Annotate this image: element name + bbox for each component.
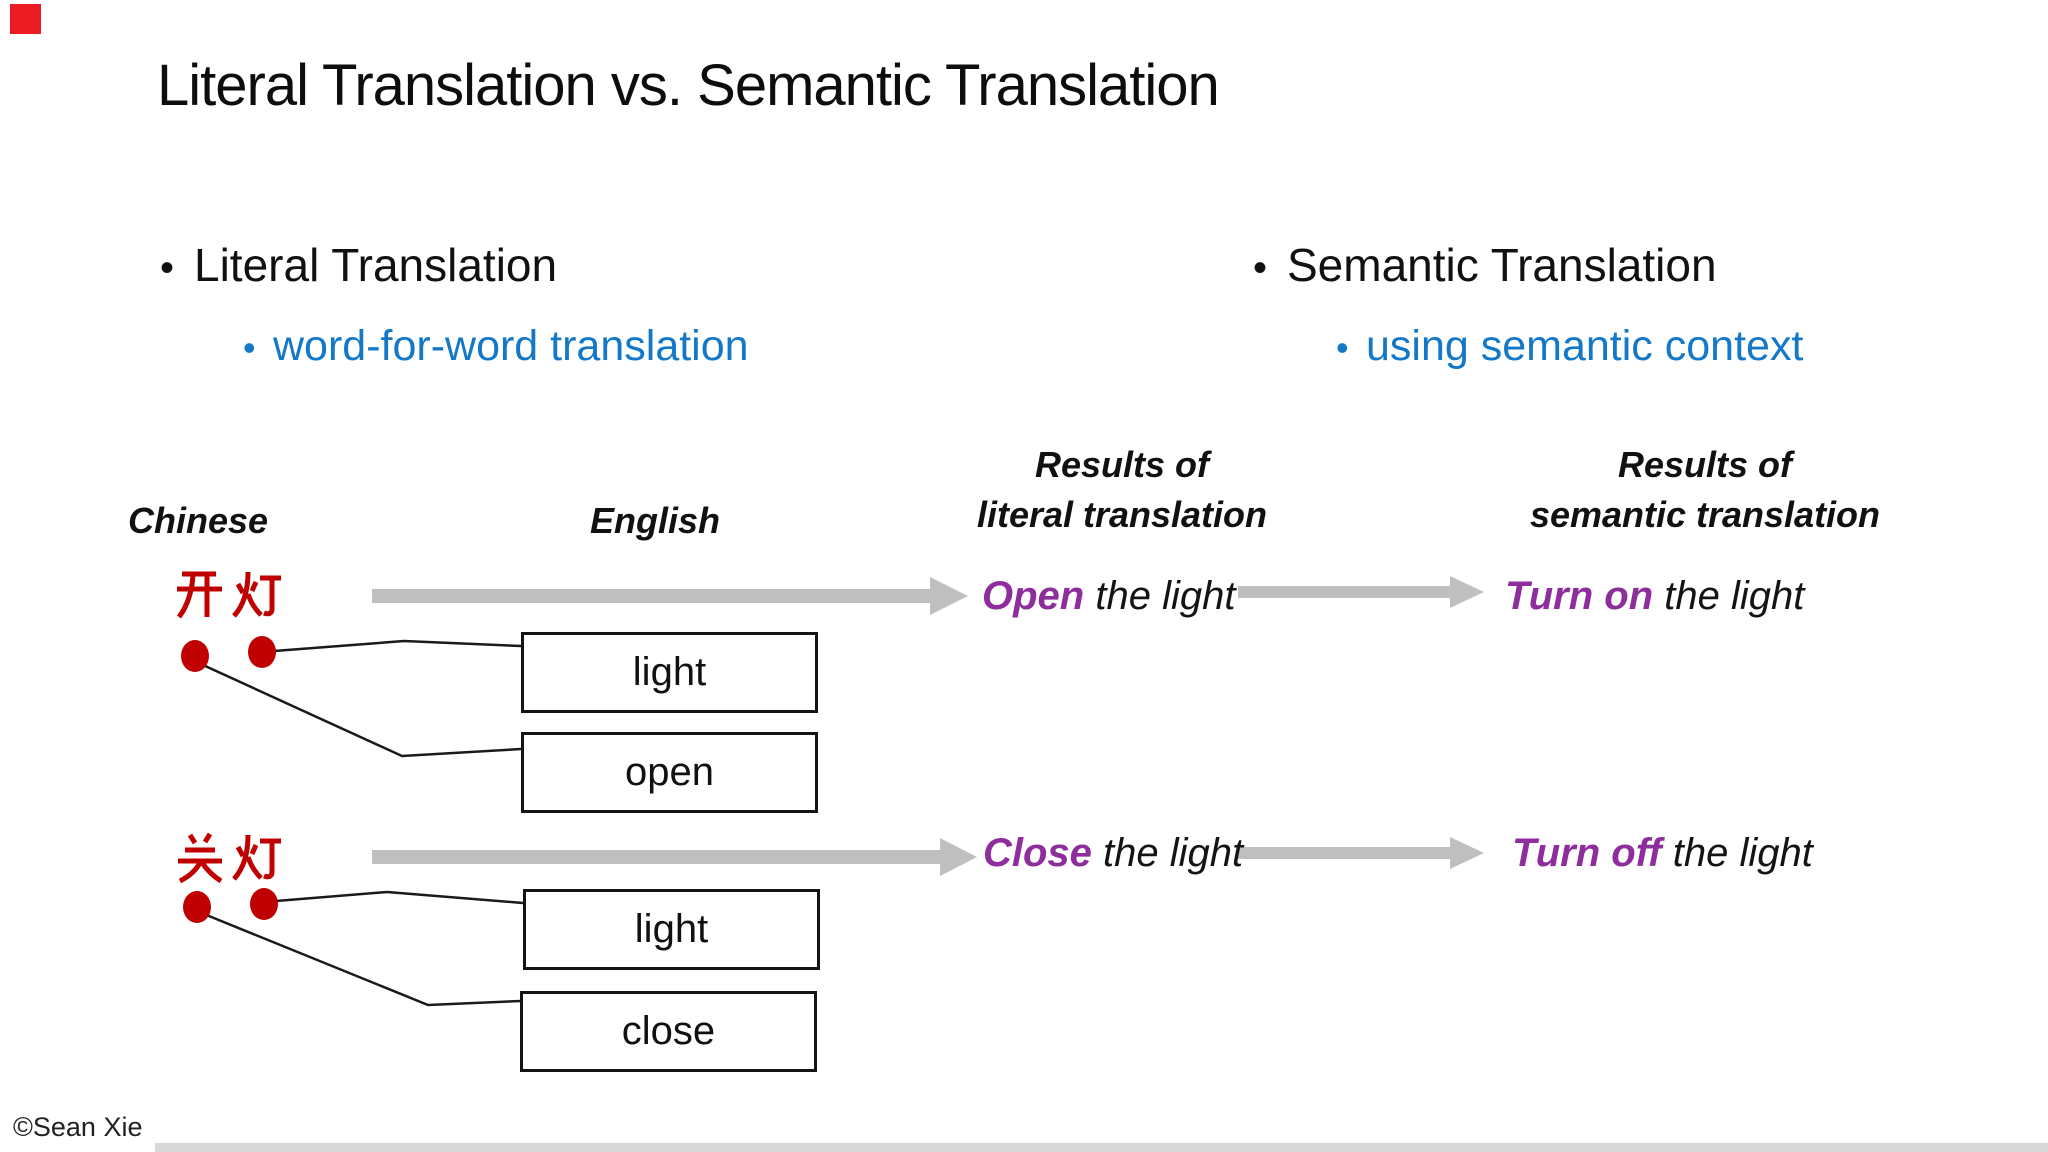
flow-arrow	[1238, 837, 1484, 869]
word-box-label: light	[632, 650, 707, 694]
column-header-literal-line2: literal translation	[976, 494, 1268, 535]
subbullet-word-for-word: • word-for-word translation	[243, 322, 749, 371]
subbullet-semantic-context: • using semantic context	[1336, 322, 1803, 371]
bullet-icon: •	[160, 246, 175, 290]
literal-rest: the light	[1084, 574, 1236, 618]
semantic-rest: the light	[1661, 831, 1813, 875]
connector-line	[275, 890, 524, 905]
column-header-semantic-line1: Results of	[1617, 444, 1793, 485]
column-header-semantic-results: Results of semantic translation	[1505, 440, 1905, 540]
column-header-chinese: Chinese	[127, 500, 269, 541]
cjk-glyph-deng	[232, 571, 281, 618]
flow-arrow	[372, 838, 977, 876]
word-box-label: open	[625, 750, 714, 794]
chinese-word-row2: 关灯	[174, 829, 284, 885]
alignment-dot	[181, 640, 209, 672]
subbullet-semantic-context-label: using semantic context	[1366, 322, 1804, 370]
literal-highlight: Open	[982, 574, 1085, 618]
semantic-result-row1: Turn on the light	[1505, 570, 1804, 622]
cjk-glyph-deng	[232, 834, 281, 881]
word-box-label: close	[621, 1009, 716, 1053]
word-box-close: close	[520, 991, 817, 1072]
semantic-rest: the light	[1653, 574, 1805, 618]
sub-bullet-icon: •	[1336, 327, 1349, 368]
cjk-glyph-guan	[178, 832, 223, 884]
column-header-english: English	[589, 500, 720, 541]
column-header-literal-results: Results of literal translation	[952, 440, 1292, 540]
page-title: Literal Translation vs. Semantic Transla…	[157, 53, 1220, 118]
column-header-semantic-line2: semantic translation	[1529, 494, 1881, 535]
literal-highlight: Close	[983, 831, 1092, 875]
word-box-label: light	[634, 907, 709, 951]
footer-credit: ©Sean Xie	[13, 1112, 143, 1142]
word-box-light-1: light	[521, 632, 818, 713]
literal-result-row2: Close the light	[983, 827, 1243, 879]
subbullet-word-for-word-label: word-for-word translation	[273, 322, 749, 370]
flow-arrow	[1238, 576, 1484, 608]
bullet-icon: •	[1253, 246, 1268, 290]
bullet-literal-translation: • Literal Translation	[160, 238, 557, 292]
sub-bullet-icon: •	[243, 327, 256, 368]
literal-result-row1: Open the light	[982, 570, 1235, 622]
alignment-dot	[250, 888, 278, 920]
connector-line	[203, 912, 522, 1007]
red-corner-marker	[10, 4, 41, 34]
chinese-word-row1: 开灯	[174, 566, 284, 622]
word-box-open: open	[521, 732, 818, 813]
bottom-edge-bar	[155, 1143, 2048, 1152]
connector-line	[273, 639, 522, 653]
semantic-highlight: Turn on	[1505, 574, 1654, 618]
alignment-dot	[183, 891, 211, 923]
bullet-literal-label: Literal Translation	[194, 239, 558, 291]
word-box-light-2: light	[523, 889, 820, 970]
semantic-highlight: Turn off	[1512, 831, 1662, 875]
connector-line	[202, 663, 522, 758]
literal-rest: the light	[1091, 831, 1244, 875]
alignment-dot	[248, 636, 276, 668]
bullet-semantic-label: Semantic Translation	[1287, 239, 1717, 291]
bullet-semantic-translation: • Semantic Translation	[1253, 238, 1717, 292]
flow-arrow	[372, 577, 968, 615]
semantic-result-row2: Turn off the light	[1512, 827, 1813, 879]
column-header-literal-line1: Results of	[1034, 444, 1210, 485]
cjk-glyph-kai	[176, 571, 222, 619]
